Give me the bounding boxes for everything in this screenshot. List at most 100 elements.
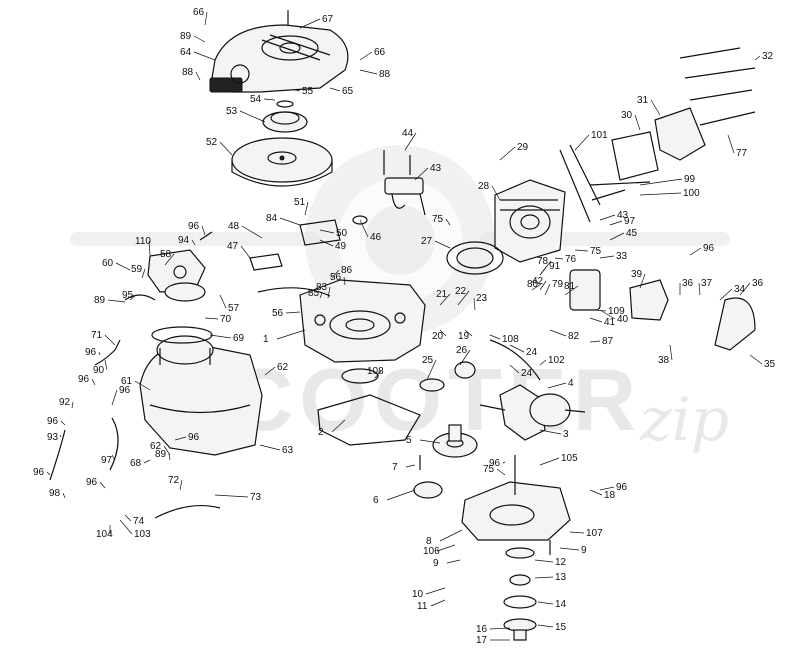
callout-leader-41 <box>589 317 603 323</box>
callout-leader-69 <box>209 334 232 339</box>
callout-81: 81 <box>564 281 576 292</box>
callout-66: 66 <box>193 7 205 18</box>
callout-43: 43 <box>617 210 629 221</box>
callout-77: 77 <box>736 148 748 159</box>
callout-25: 25 <box>422 355 434 366</box>
callout-leader-56 <box>343 276 346 286</box>
callout-leader-53 <box>239 110 266 123</box>
callout-96: 96 <box>33 467 45 478</box>
callout-leader-108 <box>374 370 382 379</box>
callout-96: 96 <box>86 477 98 488</box>
callout-leader-42 <box>539 280 547 291</box>
drive-gear <box>432 424 478 458</box>
callout-leader-12 <box>534 559 554 563</box>
callout-leader-61 <box>134 380 151 391</box>
callout-leader-54 <box>263 98 276 101</box>
callout-leader-7 <box>405 464 416 468</box>
callout-leader-1 <box>276 329 306 340</box>
callout-14: 14 <box>555 599 567 610</box>
callout-leader-22 <box>457 290 470 306</box>
callout-leader-67 <box>299 18 321 29</box>
callout-105: 105 <box>561 453 578 464</box>
callout-leader-91 <box>539 265 548 276</box>
callout-15: 15 <box>555 622 567 633</box>
oil-tank <box>139 335 263 456</box>
bolts-studs <box>287 10 756 555</box>
callout-leader-45 <box>609 232 625 241</box>
callout-46: 46 <box>370 232 382 243</box>
callout-leader-13 <box>534 576 554 579</box>
callout-8: 8 <box>426 536 432 547</box>
callout-19: 19 <box>458 331 470 342</box>
callout-leader-106 <box>436 544 456 552</box>
callout-89: 89 <box>180 31 192 42</box>
callout-26: 26 <box>456 345 468 356</box>
callout-43: 43 <box>430 163 442 174</box>
callout-70: 70 <box>220 314 232 325</box>
pinion-gear <box>413 481 443 499</box>
callout-leader-59 <box>141 268 146 279</box>
callout-leader-86 <box>331 269 340 279</box>
callout-104: 104 <box>96 529 113 540</box>
callout-leader-80 <box>531 283 542 291</box>
callout-leader-57 <box>219 294 227 309</box>
callout-leader-4 <box>547 382 567 389</box>
callout-53: 53 <box>226 106 238 117</box>
callout-96: 96 <box>85 347 97 358</box>
callout-leader-39 <box>639 273 646 289</box>
callout-22: 22 <box>455 286 467 297</box>
callout-leader-96 <box>46 471 51 476</box>
callout-42: 42 <box>532 276 544 287</box>
callout-leader-96 <box>91 378 96 386</box>
callout-leader-62 <box>264 366 276 376</box>
callout-leader-28 <box>491 185 501 201</box>
callout-51: 51 <box>294 197 306 208</box>
callout-101: 101 <box>591 130 608 141</box>
callout-87: 87 <box>602 336 614 347</box>
callout-59: 59 <box>131 264 143 275</box>
callout-leader-77 <box>727 134 735 154</box>
callout-leader-89 <box>168 453 171 461</box>
ignition-coil <box>384 177 426 216</box>
callout-79: 79 <box>552 279 564 290</box>
callout-37: 37 <box>701 278 713 289</box>
callout-10: 10 <box>412 589 424 600</box>
callout-5: 5 <box>406 435 412 446</box>
callout-9: 9 <box>433 558 439 569</box>
callout-leader-105 <box>539 457 560 466</box>
callout-leader-65 <box>329 87 341 92</box>
callout-48: 48 <box>228 221 240 232</box>
callout-96: 96 <box>616 482 628 493</box>
callout-47: 47 <box>227 241 239 252</box>
callout-52: 52 <box>206 137 218 148</box>
callout-76: 76 <box>565 254 577 265</box>
callout-leader-49 <box>319 239 334 247</box>
callout-leader-64 <box>193 51 216 61</box>
callout-leader-108 <box>489 334 501 340</box>
callout-109: 109 <box>608 306 625 317</box>
callout-56: 56 <box>272 308 284 319</box>
callout-leader-66 <box>359 51 373 61</box>
callout-leader-72 <box>179 479 183 491</box>
callout-88: 88 <box>182 67 194 78</box>
callout-leader-55 <box>294 89 301 92</box>
callout-99: 99 <box>684 174 696 185</box>
callout-91: 91 <box>549 261 561 272</box>
callout-57: 57 <box>228 303 240 314</box>
callout-leader-88 <box>359 69 378 75</box>
callout-leader-76 <box>554 257 564 260</box>
callout-60: 60 <box>102 258 114 269</box>
callout-leader-75 <box>574 249 589 252</box>
callout-33: 33 <box>616 251 628 262</box>
callout-leader-44 <box>404 132 417 151</box>
callout-leader-58 <box>164 253 175 266</box>
callout-leader-70 <box>204 317 219 320</box>
callout-leader-96 <box>689 247 702 256</box>
bearing-and-seals <box>317 361 476 446</box>
callout-leader-82 <box>549 329 567 337</box>
callout-96: 96 <box>47 416 59 427</box>
callout-leader-84 <box>279 217 301 226</box>
callout-78: 78 <box>537 256 549 267</box>
callout-leader-32 <box>754 55 761 61</box>
lower-shaft-parts <box>503 547 537 641</box>
